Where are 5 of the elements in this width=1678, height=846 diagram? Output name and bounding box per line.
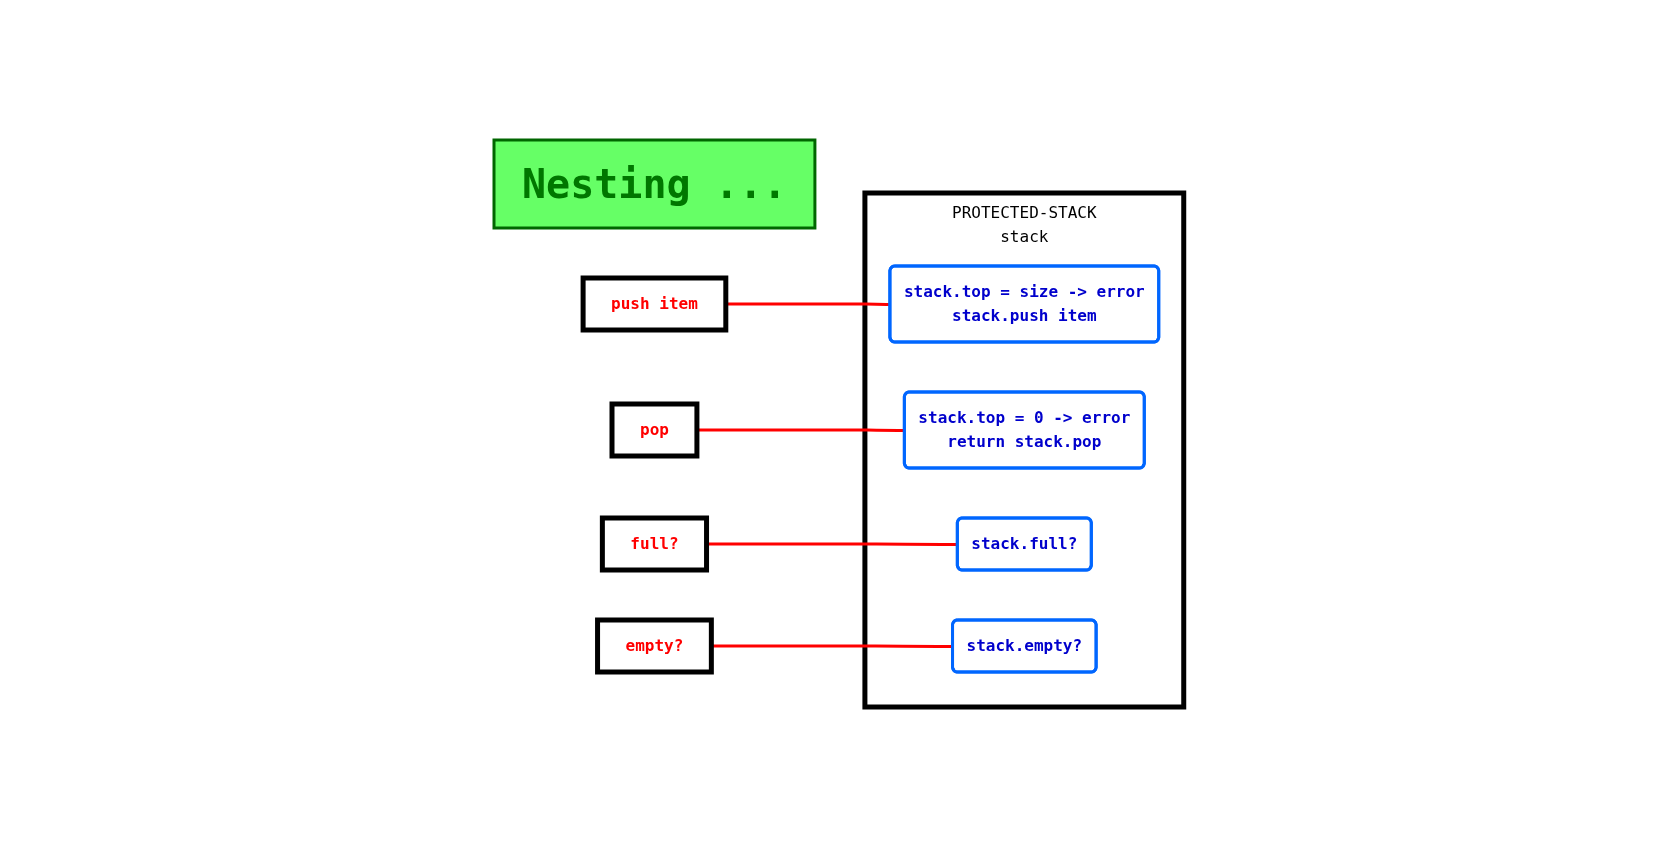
- node-box: empty?: [595, 617, 714, 674]
- node-box: Nesting ...: [492, 138, 817, 229]
- node-box: full?: [600, 515, 710, 572]
- node-box: push item: [580, 275, 729, 332]
- node-box: pop: [609, 401, 700, 458]
